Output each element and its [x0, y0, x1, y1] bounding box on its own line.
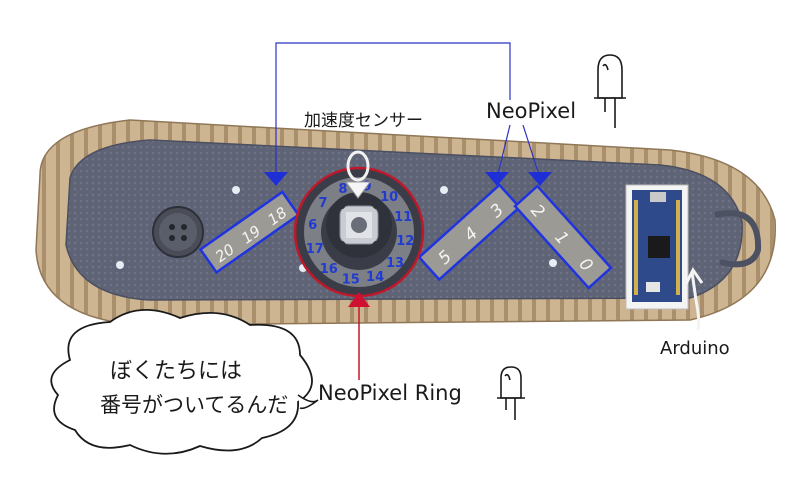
led-doodle-top	[594, 55, 626, 128]
ring-pixel-16: 16	[320, 262, 338, 277]
sensor-label: 加速度センサー	[304, 111, 423, 131]
speech-bubble-line-1: ぼくたちには	[110, 359, 242, 384]
speech-bubble-line-2: 番号がついてるんだ	[100, 393, 288, 417]
ring-pixel-12: 12	[396, 234, 414, 249]
ring-pixel-11: 11	[394, 210, 412, 225]
arduino-board	[626, 185, 688, 309]
button-decoration	[153, 207, 203, 257]
ring-pixel-13: 13	[386, 256, 404, 271]
led-doodle-bottom	[497, 367, 525, 420]
arduino-label: Arduino	[660, 338, 730, 359]
ring-pixel-15: 15	[342, 272, 360, 287]
ring-pixel-17: 17	[306, 242, 324, 257]
ring-pixel-7: 7	[318, 196, 327, 211]
ring-pixel-8: 8	[338, 182, 347, 197]
ring-pixel-14: 14	[366, 270, 384, 285]
neopixel-ring-label: NeoPixel Ring	[318, 381, 462, 405]
neopixel-label: NeoPixel	[486, 99, 576, 123]
ring-pixel-6: 6	[308, 218, 317, 233]
accelerometer-sensor	[326, 192, 392, 258]
speech-bubble-tail	[298, 395, 318, 408]
ring-pointer	[348, 292, 370, 380]
